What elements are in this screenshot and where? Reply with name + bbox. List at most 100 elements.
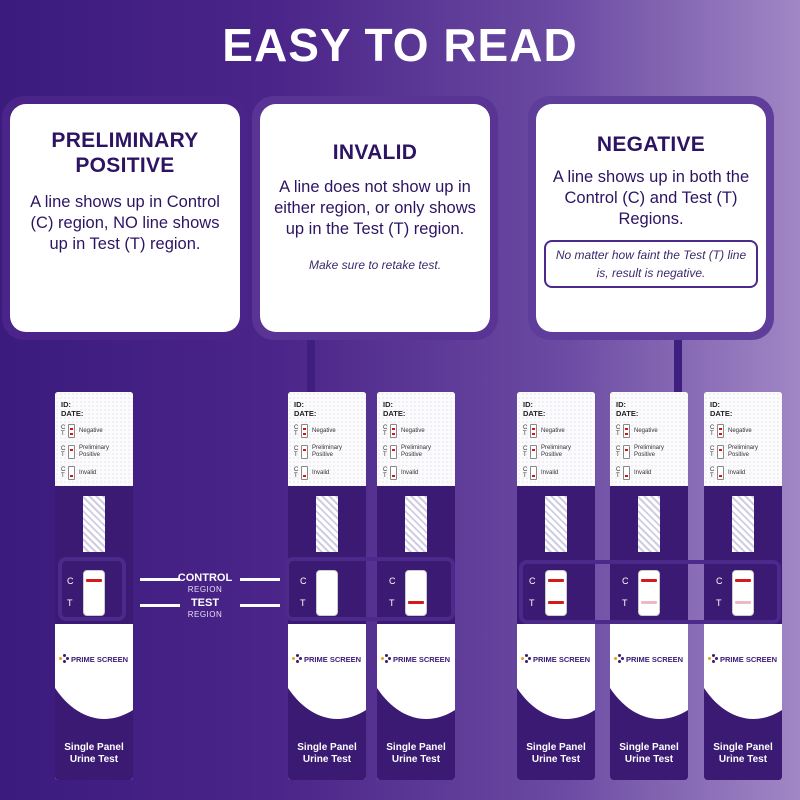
legend-t: T [523,452,527,458]
card-note-box: No matter how faint the Test (T) line is… [544,240,758,288]
card-heading: NEGATIVE [596,133,706,156]
card-body: A line shows up in Control (C) region, N… [30,193,220,253]
page-title: EASY TO READ [222,19,578,71]
strip-panel-label: Single Panel Urine Test [704,742,782,766]
strip-id-label: ID: [383,400,393,409]
logo-text: PRIME SCREEN [626,654,684,664]
legend-text: Invalid [541,469,559,476]
strip-date-label: DATE: [523,409,546,418]
control-region-label: CONTROL REGION [174,573,236,595]
logo-text: PRIME SCREEN [71,654,129,664]
legend-text-l1: Preliminary [541,445,572,451]
card-body: A line shows up in both the Control (C) … [552,168,750,228]
result-highlight [285,557,455,621]
control-letter: C [716,576,723,586]
strip-id-label: ID: [294,400,304,409]
legend-t: T [61,431,65,437]
strip-bottom: PRIME SCREEN Single Panel Urine Test [704,624,782,780]
legend-text-l2: Positive [312,452,334,458]
card-note: Make sure to retake test. [308,258,442,272]
result-window [83,570,105,616]
control-line [86,579,102,582]
strip-panel-label: Single Panel Urine Test [377,742,455,766]
legend-t: T [523,431,527,437]
legend-t: T [294,473,298,479]
strip-date-label: DATE: [383,409,406,418]
strip-bottom: PRIME SCREEN Single Panel Urine Test [517,624,595,780]
legend-c: C [616,425,621,431]
panel-label-l1: Single Panel [64,742,124,753]
strip-date-label: DATE: [710,409,733,418]
panel-label-l1: Single Panel [386,742,446,753]
legend-c: C [523,425,528,431]
legend-text: Negative [728,427,752,434]
legend-text-l1: Preliminary [728,445,759,451]
legend-text: Negative [541,427,565,434]
card-heading: PRELIMINARY [51,129,199,152]
absorbent-pad [732,496,754,552]
strip-date-label: DATE: [616,409,639,418]
result-window [405,570,427,616]
strip-id-label: ID: [523,400,533,409]
strip-panel-label: Single Panel Urine Test [517,742,595,766]
logo-text: PRIME SCREEN [304,654,362,664]
card-negative: NEGATIVE A line shows up in both the Con… [528,96,774,340]
control-line [735,579,751,582]
legend-c: C [710,446,715,452]
legend-text: Invalid [401,469,419,476]
legend-c: C [523,467,528,473]
panel-label-l1: Single Panel [619,742,679,753]
absorbent-pad [83,496,105,552]
strip-wave [610,688,688,780]
legend-c: C [523,446,528,452]
absorbent-pad [545,496,567,552]
card-invalid: INVALID A line does not show up in eithe… [252,96,498,340]
legend-text: Invalid [312,469,330,476]
test-letter: T [529,598,535,608]
strip-wave [704,688,782,780]
test-line-right [240,604,280,607]
strip-reading-area: C T [55,486,133,624]
card-note: No matter how faint the Test (T) line is… [555,248,747,280]
panel-label-l2: Urine Test [531,754,581,765]
legend-text-l2: Positive [634,452,656,458]
strip-date-label: DATE: [294,409,317,418]
legend-c: C [294,446,299,452]
logo-dots-icon [381,654,391,664]
legend-text-l2: Positive [728,452,750,458]
strip-wave [377,688,455,780]
legend-mini-window [390,445,397,459]
strip-id-label: ID: [710,400,720,409]
test-letter: T [67,598,73,608]
legend-t: T [383,431,387,437]
legend-t: T [616,452,620,458]
strip-panel-label: Single Panel Urine Test [610,742,688,766]
result-window [732,570,754,616]
strip-panel-label: Single Panel Urine Test [288,742,366,766]
logo-dots-icon [521,654,531,664]
control-letter: C [622,576,629,586]
legend-mini-window [390,466,397,480]
legend-mini-window [301,445,308,459]
test-letter: T [716,598,722,608]
legend-text-l2: Positive [79,452,101,458]
control-line-right [240,578,280,581]
legend-text-l2: Positive [541,452,563,458]
